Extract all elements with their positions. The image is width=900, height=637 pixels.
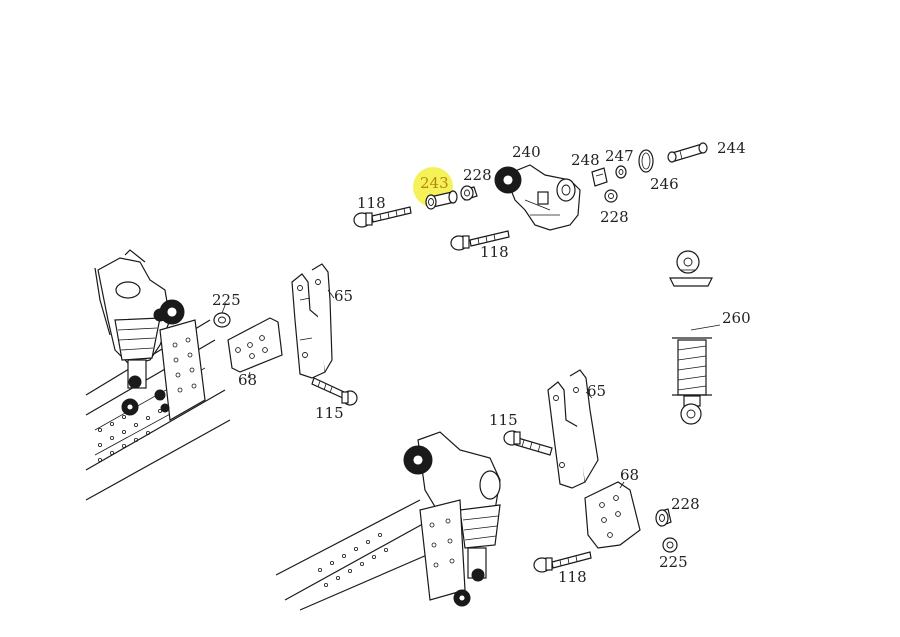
label-228-lower[interactable]: 228 (671, 495, 700, 513)
part-247-washer (615, 165, 627, 179)
label-260[interactable]: 260 (722, 309, 751, 327)
label-228-top[interactable]: 228 (463, 166, 492, 184)
part-68-plate-upper (227, 317, 283, 379)
part-244-pin (667, 142, 708, 163)
label-247[interactable]: 247 (605, 147, 634, 165)
part-118-bolt-mid (450, 230, 510, 251)
part-118-bolt-top (353, 206, 412, 228)
label-240[interactable]: 240 (512, 143, 541, 161)
part-labels: 118 243 228 240 248 247 246 244 228 118 … (212, 139, 751, 586)
label-225-lower[interactable]: 225 (659, 553, 688, 571)
part-228-washer-top (460, 185, 478, 201)
label-68-upper[interactable]: 68 (238, 371, 257, 389)
label-246[interactable]: 246 (650, 175, 679, 193)
part-65-bracket-lower (547, 369, 599, 489)
label-228-mid[interactable]: 228 (600, 208, 629, 226)
label-115-upper[interactable]: 115 (315, 404, 344, 422)
label-65-upper[interactable]: 65 (334, 287, 353, 305)
label-115-lower[interactable]: 115 (489, 411, 518, 429)
part-118-bolt-lower (533, 551, 592, 573)
part-68-plate-lower (584, 481, 641, 549)
part-225-washer-lower (662, 537, 678, 553)
part-260-shock-absorber (672, 324, 721, 425)
part-243-bushing[interactable] (413, 167, 458, 210)
label-118-top[interactable]: 118 (357, 194, 386, 212)
spring-hanger-left (94, 249, 206, 421)
part-228-washer-lower (655, 508, 672, 527)
part-115-bolt-lower (503, 430, 553, 456)
spring-hanger-lower (403, 431, 501, 607)
label-225-upper[interactable]: 225 (212, 291, 241, 309)
label-248[interactable]: 248 (571, 151, 600, 169)
part-115-bolt-upper (311, 377, 358, 406)
part-240-hanger-bracket (494, 164, 581, 231)
label-243[interactable]: 243 (420, 174, 449, 192)
label-118-mid[interactable]: 118 (480, 243, 509, 261)
shock-top-mount (669, 250, 713, 287)
label-244[interactable]: 244 (717, 139, 746, 157)
label-68-lower[interactable]: 68 (620, 466, 639, 484)
part-246-ring (638, 149, 654, 173)
frame-rail-left (85, 319, 231, 501)
label-118-lower[interactable]: 118 (558, 568, 587, 586)
part-248-clip (591, 167, 608, 187)
part-65-bracket-upper (291, 263, 335, 379)
label-65-lower[interactable]: 65 (587, 382, 606, 400)
part-228-washer-mid (604, 189, 618, 203)
part-225-washer-upper (213, 302, 231, 328)
